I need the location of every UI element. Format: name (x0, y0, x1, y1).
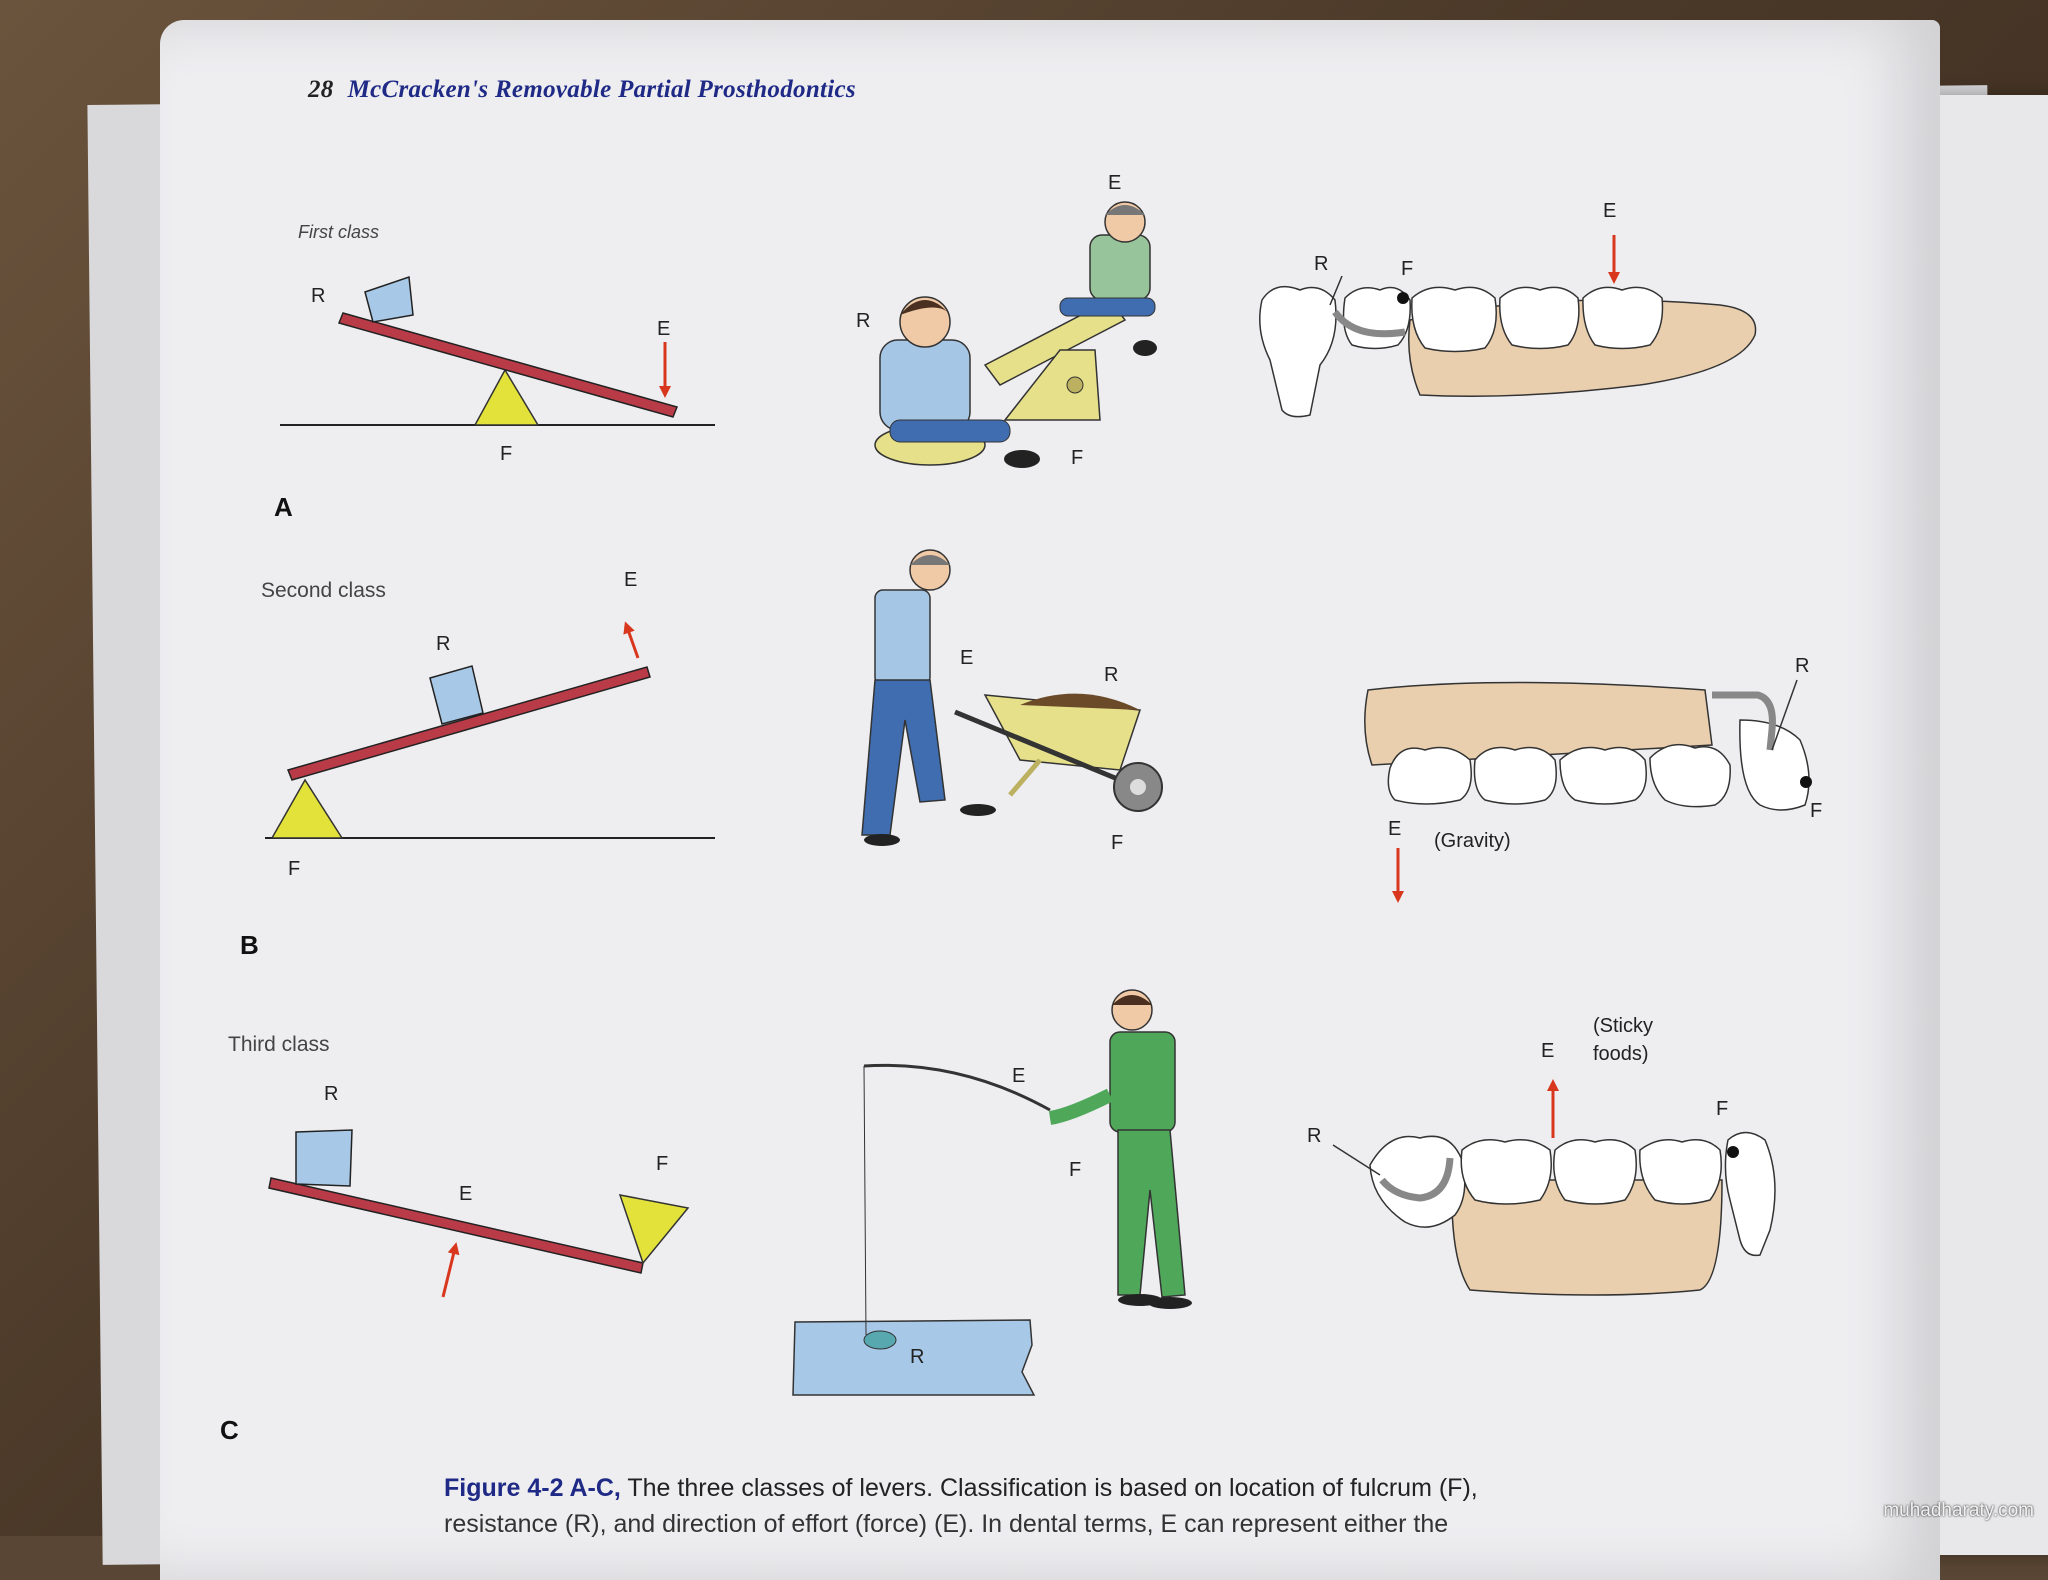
effort-label: E (459, 1183, 473, 1205)
lever-figure (265, 201, 1812, 1396)
panel-c-letter: C (220, 1415, 239, 1445)
resistance-label: R (856, 310, 871, 332)
resistance-box (364, 275, 414, 323)
effort-arrow-up (623, 621, 640, 659)
wheelbarrow-illustration (861, 549, 1163, 846)
resistance-label: R (436, 633, 451, 655)
effort-label: E (1108, 172, 1122, 194)
lever-bar (286, 666, 651, 781)
gravity-annotation: (Gravity) (1434, 830, 1511, 852)
fulcrum-label: F (1810, 800, 1823, 822)
panel-b-letter: B (240, 930, 259, 960)
resistance-label: R (1795, 655, 1810, 677)
fulcrum-label: F (288, 858, 301, 880)
resistance-label: R (1104, 664, 1119, 686)
watermark: muhadharaty.com (1883, 1500, 2034, 1521)
figure-number: Figure 4-2 A-C, (444, 1474, 621, 1502)
fishing-illustration (792, 989, 1192, 1396)
panel-a-letter: A (274, 492, 293, 522)
fulcrum-label: F (1071, 447, 1084, 469)
dental-diagram-third-class (1332, 1079, 1776, 1296)
fulcrum-label: F (1401, 258, 1414, 280)
dental-diagram-second-class (1364, 679, 1812, 903)
resistance-label: R (324, 1083, 339, 1105)
figure-caption: Figure 4-2 A-C, The three classes of lev… (444, 1474, 1478, 1503)
lever-bar (337, 312, 679, 418)
caption-line-1: The three classes of levers. Classificat… (620, 1474, 1478, 1502)
effort-label: E (624, 569, 638, 591)
seesaw-illustration (874, 201, 1157, 468)
sticky-foods-line2: foods) (1593, 1043, 1649, 1065)
third-class-label: Third class (228, 1033, 330, 1056)
page-number: 28 (308, 76, 334, 103)
lever-bar (268, 1177, 644, 1274)
fulcrum-triangle (473, 368, 540, 426)
sticky-foods-line1: (Sticky (1593, 1015, 1653, 1037)
running-header: 28 McCracken's Removable Partial Prosthod… (308, 76, 856, 104)
third-class-lever-diagram (268, 1129, 690, 1298)
resistance-label: R (1307, 1125, 1322, 1147)
fulcrum-label: F (1111, 832, 1124, 854)
first-class-label: First class (298, 222, 379, 242)
fulcrum-triangle (618, 1194, 690, 1265)
resistance-label: R (910, 1346, 925, 1368)
caption-line-2: resistance (R), and direction of effort … (444, 1510, 1449, 1538)
effort-label: E (1388, 818, 1402, 840)
second-class-label: Second class (261, 579, 386, 602)
book-title: McCracken's Removable Partial Prosthodon… (347, 76, 856, 103)
denture-base (1364, 681, 1713, 766)
dental-diagram-first-class (1259, 235, 1757, 418)
resistance-box (295, 1129, 353, 1187)
effort-arrow-up (441, 1242, 460, 1298)
resistance-label: R (1314, 253, 1329, 275)
fulcrum-label: F (500, 443, 513, 465)
book-page (160, 20, 1940, 1580)
resistance-box (429, 665, 484, 725)
effort-label: E (960, 647, 974, 669)
first-class-lever-diagram (280, 275, 715, 426)
fulcrum-label: F (1069, 1159, 1082, 1181)
resistance-label: R (311, 285, 326, 307)
second-class-lever-diagram (265, 621, 715, 839)
fulcrum-label: F (1716, 1098, 1729, 1120)
denture-base (1451, 1179, 1723, 1296)
effort-label: E (1012, 1065, 1026, 1087)
effort-label: E (1541, 1040, 1555, 1062)
effort-label: E (657, 318, 671, 340)
fulcrum-triangle (270, 778, 344, 839)
effort-label: E (1603, 200, 1617, 222)
fulcrum-label: F (656, 1153, 669, 1175)
